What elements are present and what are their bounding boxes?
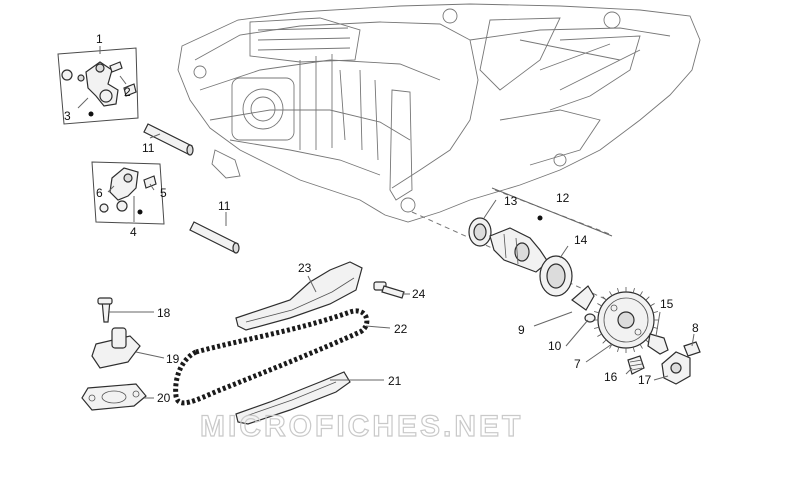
callout-4: 4: [130, 225, 137, 239]
callout-11-upper: 11: [142, 141, 155, 155]
callout-19: 19: [166, 352, 180, 366]
callout-24: 24: [412, 287, 426, 301]
engine-crankcase: [177, 3, 701, 223]
pin-lower: [189, 221, 240, 254]
rocker-arm-group-2: [91, 161, 165, 225]
callout-11-lower: 11: [218, 199, 231, 213]
callout-13: 13: [504, 194, 518, 208]
callout-15: 15: [660, 297, 674, 311]
guide-bolt: [373, 281, 405, 299]
callout-5: 5: [160, 186, 167, 200]
callout-17: 17: [638, 373, 652, 387]
callout-9: 9: [518, 323, 525, 337]
callout-2: 2: [124, 85, 131, 99]
callout-14: 14: [574, 233, 588, 247]
leader-lines: [77, 46, 695, 399]
pin-upper: [143, 123, 194, 156]
callout-21: 21: [388, 374, 402, 388]
camshaft-group: [468, 215, 573, 297]
callout-16: 16: [604, 370, 618, 384]
cam-sprocket-group: [571, 285, 701, 385]
rocker-arm-group: [57, 47, 139, 125]
callout-6: 6: [96, 186, 103, 200]
callout-3: 3: [64, 109, 71, 123]
watermark: MICROFICHES.NET: [200, 410, 523, 443]
callout-18: 18: [157, 306, 171, 320]
callout-labels: 1 2 3 4 5 6 7 8 9 10 11 11 12 13 14 15 1…: [64, 32, 699, 405]
callout-23: 23: [298, 261, 312, 275]
chain-guide-lower: [235, 371, 351, 425]
timing-chain: [173, 308, 370, 406]
callout-12: 12: [556, 191, 570, 205]
callout-22: 22: [394, 322, 408, 336]
callout-8: 8: [692, 321, 699, 335]
callout-20: 20: [157, 391, 171, 405]
callout-10: 10: [548, 339, 562, 353]
chain-guide-upper: [235, 261, 363, 331]
callout-1: 1: [96, 32, 103, 46]
callout-7: 7: [574, 357, 581, 371]
chain-tensioner-group: [81, 297, 147, 411]
